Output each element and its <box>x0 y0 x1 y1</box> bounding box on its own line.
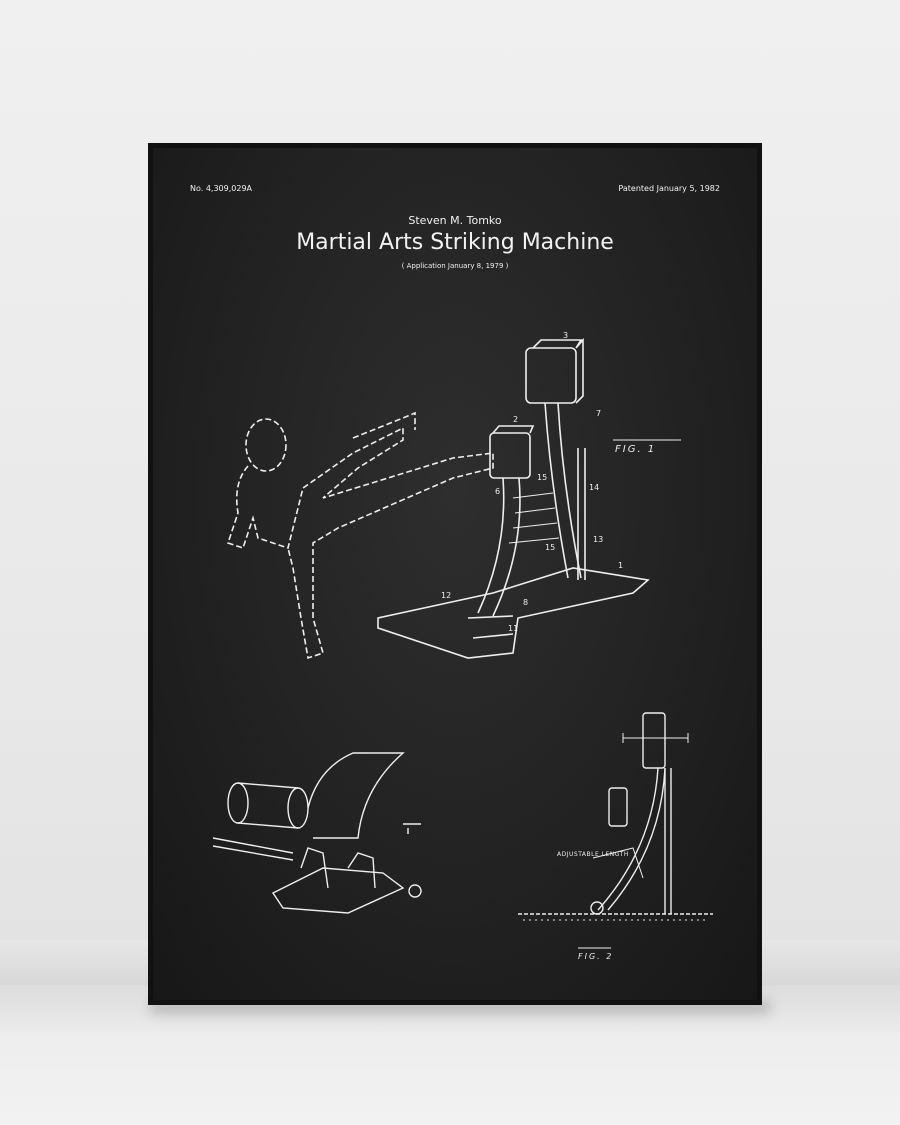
svg-text:6: 6 <box>495 487 500 496</box>
svg-text:15: 15 <box>537 473 547 482</box>
roller-assembly-fig3 <box>212 752 422 914</box>
figure2-label: FIG. 2 <box>578 952 613 961</box>
application-date: ( Application January 8, 1979 ) <box>401 262 509 270</box>
fig1-callouts: 3 2 7 6 15 14 15 13 1 12 8 11 <box>441 331 623 633</box>
svg-text:2: 2 <box>513 415 518 424</box>
svg-text:1: 1 <box>618 561 623 570</box>
adjustable-length-note: ADJUSTABLE LENGTH <box>557 851 629 858</box>
patent-number: No. 4,309,029A <box>190 184 253 193</box>
inventor: Steven M. Tomko <box>408 214 502 227</box>
striking-machine-fig1 <box>377 337 650 659</box>
svg-text:8: 8 <box>523 598 528 607</box>
svg-text:3: 3 <box>563 331 568 340</box>
svg-text:11: 11 <box>508 624 518 633</box>
floor <box>0 985 900 1125</box>
svg-text:12: 12 <box>441 591 451 600</box>
poster-frame: No. 4,309,029A Patented January 5, 1982 … <box>148 143 762 1005</box>
svg-text:13: 13 <box>593 535 603 544</box>
patent-date: Patented January 5, 1982 <box>618 184 720 193</box>
svg-text:15: 15 <box>545 543 555 552</box>
poster-title: Martial Arts Striking Machine <box>296 230 614 255</box>
svg-text:14: 14 <box>589 483 599 492</box>
kicker-figure <box>226 411 494 660</box>
patent-drawings: FIG. 1 3 2 7 6 15 14 15 13 1 12 8 11 <box>212 331 713 961</box>
svg-text:7: 7 <box>596 409 601 418</box>
poster-board: No. 4,309,029A Patented January 5, 1982 … <box>153 148 757 1000</box>
side-view-fig2 <box>518 712 713 921</box>
figure1-label: FIG. 1 <box>615 444 656 455</box>
